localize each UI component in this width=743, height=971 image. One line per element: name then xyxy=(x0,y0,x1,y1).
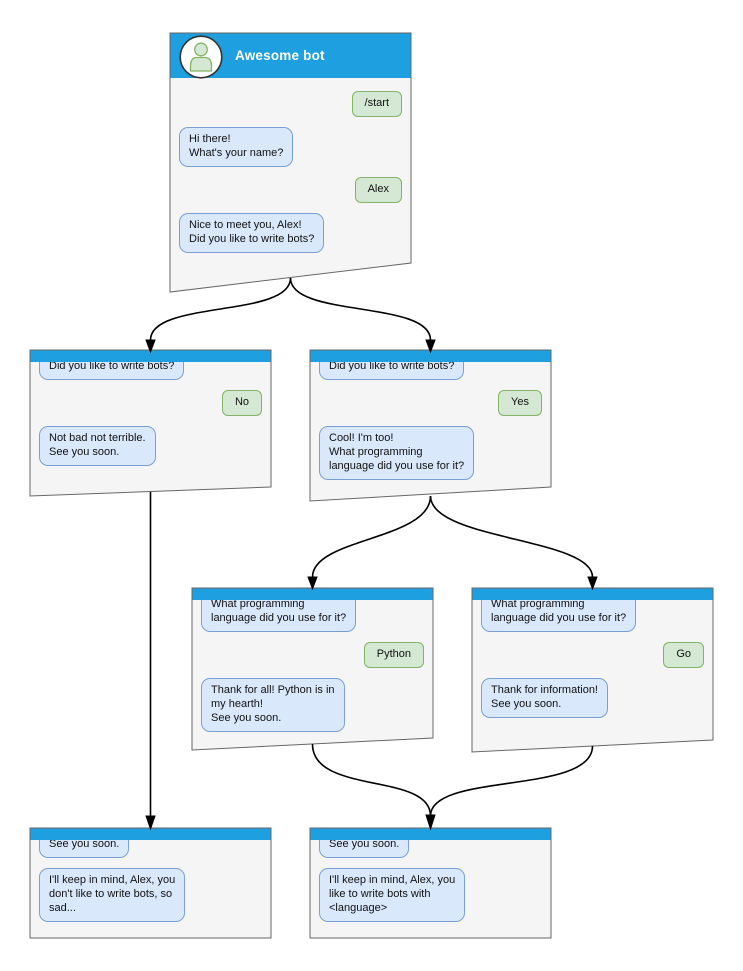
bot-avatar-person-icon xyxy=(179,35,223,79)
message-list: /start Hi there! What's your name? Alex … xyxy=(170,78,411,253)
window-titlebar xyxy=(472,588,713,600)
bot-message-bubble: Thank for all! Python is in my hearth! S… xyxy=(201,677,345,732)
bot-message-bubble: Not bad not terrible. See you soon. xyxy=(39,425,156,466)
edge-go-branch-to-end-yes xyxy=(425,745,594,831)
bot-message-bubble: I'll keep in mind, Alex, you don't like … xyxy=(39,867,186,922)
message-list: Did you like to write bots? Yes Cool! I'… xyxy=(310,354,551,480)
edge-yes-branch-to-go-branch xyxy=(429,495,598,591)
chat-window-yes-branch[interactable]: Did you like to write bots? Yes Cool! I'… xyxy=(310,350,551,501)
message-list: See you soon. I'll keep in mind, Alex, y… xyxy=(30,832,271,922)
bot-message-bubble: I'll keep in mind, Alex, you like to wri… xyxy=(319,867,466,922)
window-title: Awesome bot xyxy=(235,48,325,63)
user-message-bubble: No xyxy=(221,389,262,416)
user-message-bubble: /start xyxy=(351,91,402,117)
window-titlebar: Awesome bot xyxy=(170,33,411,79)
user-message-bubble: Alex xyxy=(354,176,402,203)
chat-window-root[interactable]: Awesome bot /start Hi there! What's your… xyxy=(170,33,411,292)
edge-root-to-yes-branch xyxy=(289,277,436,354)
user-message-bubble: Go xyxy=(663,641,704,668)
bot-message-bubble: Thank for information! See you soon. xyxy=(481,677,608,718)
window-titlebar xyxy=(192,588,433,600)
edge-no-branch-to-end-no xyxy=(145,492,156,831)
message-list: What programming language did you use fo… xyxy=(472,592,713,718)
chat-window-no-branch[interactable]: Did you like to write bots? No Not bad n… xyxy=(30,350,271,496)
window-titlebar xyxy=(30,350,271,362)
bot-message-bubble: Cool! I'm too! What programming language… xyxy=(319,425,475,480)
bot-message-bubble: Nice to meet you, Alex! Did you like to … xyxy=(179,212,325,253)
message-list: Did you like to write bots? No Not bad n… xyxy=(30,354,271,466)
window-titlebar xyxy=(310,828,551,840)
user-message-bubble: Yes xyxy=(498,389,542,416)
window-titlebar xyxy=(310,350,551,362)
edge-root-to-no-branch xyxy=(145,277,292,354)
message-list: See you soon. I'll keep in mind, Alex, y… xyxy=(310,832,551,922)
chat-window-end-yes[interactable]: See you soon. I'll keep in mind, Alex, y… xyxy=(310,828,551,938)
message-list: What programming language did you use fo… xyxy=(192,592,433,732)
chat-window-python-branch[interactable]: What programming language did you use fo… xyxy=(192,588,433,750)
edge-yes-branch-to-python-branch xyxy=(307,495,432,591)
chat-window-go-branch[interactable]: What programming language did you use fo… xyxy=(472,588,713,752)
window-titlebar xyxy=(30,828,271,840)
user-message-bubble: Python xyxy=(363,641,424,668)
chat-window-end-no[interactable]: See you soon. I'll keep in mind, Alex, y… xyxy=(30,828,271,938)
bot-message-bubble: Hi there! What's your name? xyxy=(179,126,294,167)
edge-python-branch-to-end-yes xyxy=(311,743,432,817)
